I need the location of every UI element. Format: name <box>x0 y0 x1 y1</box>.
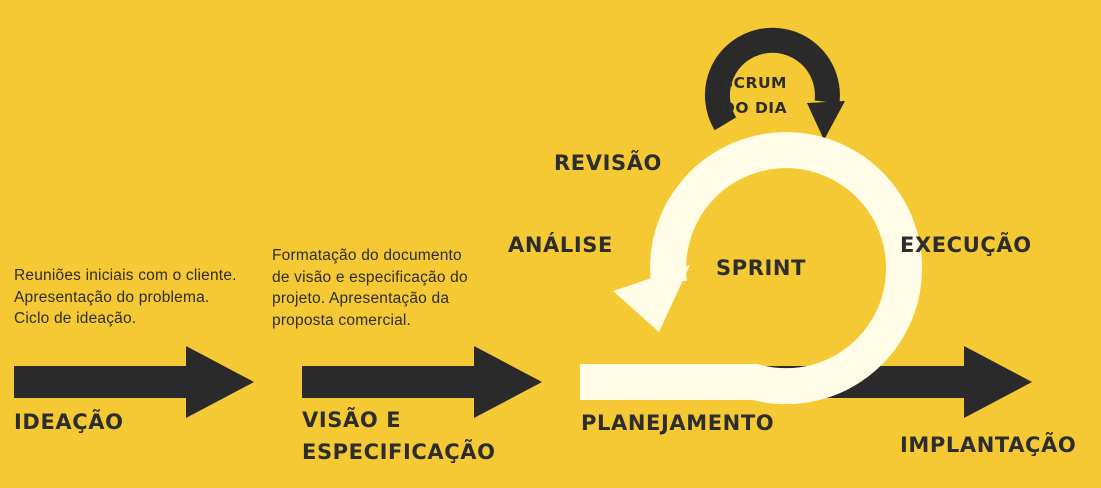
execucao-label: EXECUÇÃO <box>900 233 1032 257</box>
daily-scrum-label-line1: SCRUM <box>722 74 787 92</box>
implantacao-arrow <box>700 346 1032 418</box>
daily-scrum-arrowhead <box>807 101 845 140</box>
revisao-label: REVISÃO <box>554 151 663 175</box>
visao-description: Formatação do documento de visão e espec… <box>272 247 468 329</box>
daily-scrum-loop-arrow <box>704 27 840 131</box>
visao-arrow <box>302 346 542 418</box>
daily-scrum-label-line2: DO DIA <box>722 99 788 117</box>
ideacao-label: IDEAÇÃO <box>14 410 124 434</box>
sprint-center-label: SPRINT <box>716 256 806 280</box>
analise-label: ANÁLISE <box>508 233 613 257</box>
implantacao-label: IMPLANTAÇÃO <box>900 433 1077 457</box>
visao-label-line2: ESPECIFICAÇÃO <box>302 440 496 464</box>
visao-label-line1: VISÃO E <box>302 408 402 432</box>
ideacao-arrow <box>14 346 254 418</box>
sprint-loop-arrowhead <box>613 265 690 332</box>
sprint-loop-arrow <box>580 132 923 405</box>
ideacao-description: Reuniões iniciais com o cliente. Apresen… <box>14 267 237 327</box>
planejamento-label: PLANEJAMENTO <box>581 411 775 435</box>
